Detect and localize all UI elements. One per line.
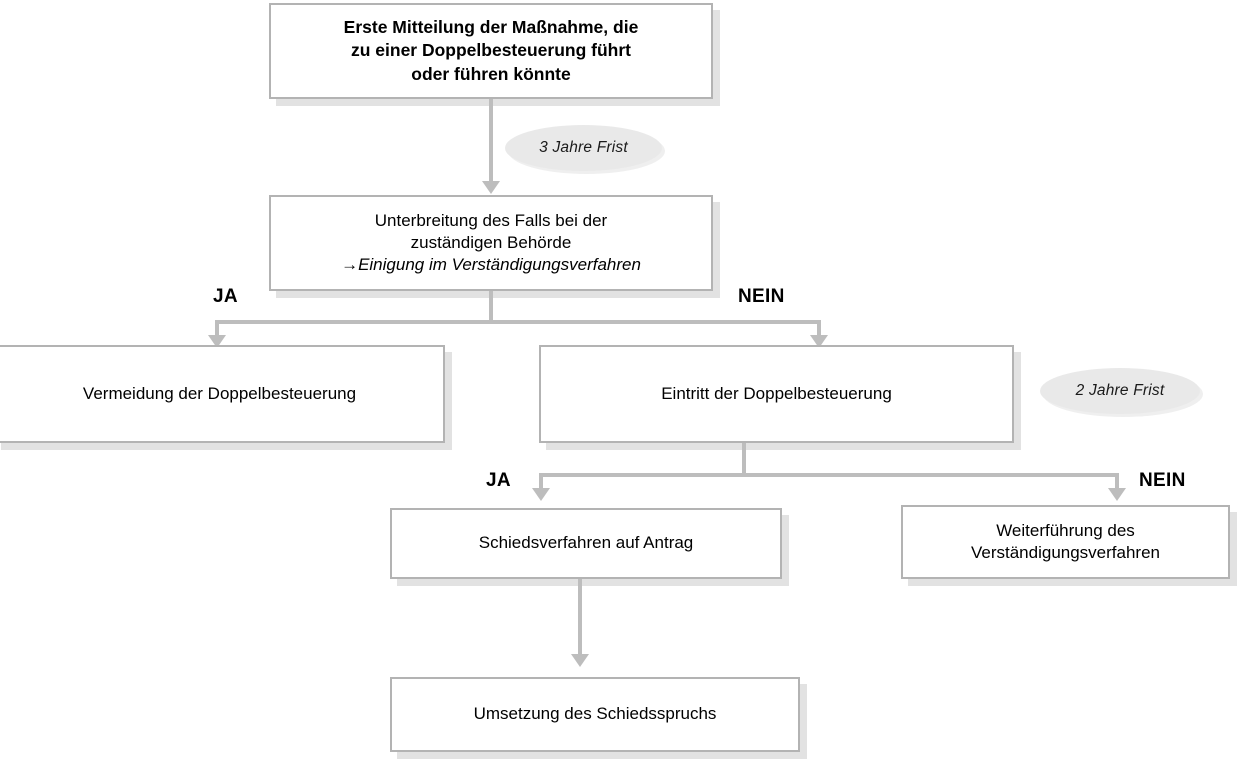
arrowhead-to-arbitration-request <box>532 488 550 501</box>
node-occurrence[interactable]: Eintritt der Doppelbesteuerung <box>539 345 1014 443</box>
arrowhead-to-implementation <box>571 654 589 667</box>
connector-branch2-right-drop <box>1115 473 1119 491</box>
node-arbitration-request-text: Schiedsverfahren auf Antrag <box>400 532 772 554</box>
node-arbitration-request[interactable]: Schiedsverfahren auf Antrag <box>390 508 782 579</box>
node-first-notice-line1: Erste Mitteilung der Maßnahme, die <box>343 17 639 38</box>
node-continuation-line1: Weiterführung des <box>996 520 1135 540</box>
annotation-deadline-two-years: 2 Jahre Frist <box>1040 368 1200 414</box>
branch2-no-label: NEIN <box>1139 470 1186 491</box>
node-arbitration-request-line1: Schiedsverfahren auf Antrag <box>478 533 694 553</box>
connector-branch1-right-drop <box>817 320 821 338</box>
node-continuation-text: Weiterführung des Verständigungsverfahre… <box>911 520 1220 564</box>
arrowhead-to-submission <box>482 181 500 194</box>
node-submission-line1: Unterbreitung des Falls bei der <box>374 210 608 230</box>
node-submission-line3: →Einigung im Verständigungsverfahren <box>341 255 641 275</box>
connector-branch1-left-drop <box>215 320 219 338</box>
annotation-deadline-two-years-label: 2 Jahre Frist <box>1075 382 1165 399</box>
connector-branch2-left-drop <box>539 473 543 491</box>
node-first-notice-line2: zu einer Doppelbesteuerung führt <box>350 40 632 61</box>
node-implementation-line1: Umsetzung des Schiedsspruchs <box>473 704 717 724</box>
arrowhead-to-avoidance <box>208 335 226 348</box>
node-submission-line2: zuständigen Behörde <box>410 232 572 252</box>
node-implementation-text: Umsetzung des Schiedsspruchs <box>400 703 790 725</box>
node-occurrence-text: Eintritt der Doppelbesteuerung <box>549 383 1004 405</box>
node-first-notice[interactable]: Erste Mitteilung der Maßnahme, die zu ei… <box>269 3 713 99</box>
connector-arbitration-to-implementation <box>578 579 582 655</box>
branch1-no-label: NEIN <box>738 286 785 307</box>
branch1-yes-label: JA <box>213 286 238 307</box>
node-avoidance-text: Vermeidung der Doppelbesteuerung <box>4 383 435 405</box>
connector-branch2-bar <box>539 473 1119 477</box>
connector-branch1-bar <box>215 320 821 324</box>
connector-occurrence-stub <box>742 443 746 476</box>
arrowhead-to-occurrence <box>810 335 828 348</box>
node-avoidance[interactable]: Vermeidung der Doppelbesteuerung <box>0 345 445 443</box>
node-continuation[interactable]: Weiterführung des Verständigungsverfahre… <box>901 505 1230 579</box>
node-implementation[interactable]: Umsetzung des Schiedsspruchs <box>390 677 800 752</box>
annotation-deadline-three-years: 3 Jahre Frist <box>505 125 662 171</box>
annotation-deadline-three-years-label: 3 Jahre Frist <box>539 139 628 156</box>
node-submission-text: Unterbreitung des Falls bei der zuständi… <box>279 210 703 276</box>
node-continuation-line2: Verständigungsverfahren <box>970 543 1161 562</box>
node-submission[interactable]: Unterbreitung des Falls bei der zuständi… <box>269 195 713 291</box>
node-first-notice-line3: oder führen könnte <box>411 63 571 84</box>
branch2-yes-label: JA <box>486 470 511 491</box>
node-occurrence-line1: Eintritt der Doppelbesteuerung <box>661 383 892 403</box>
node-avoidance-line1: Vermeidung der Doppelbesteuerung <box>82 383 357 403</box>
connector-first-notice-to-submission <box>489 99 493 181</box>
node-first-notice-text: Erste Mitteilung der Maßnahme, die zu ei… <box>279 16 703 85</box>
arrowhead-to-continuation <box>1108 488 1126 501</box>
connector-submission-stub <box>489 291 493 323</box>
